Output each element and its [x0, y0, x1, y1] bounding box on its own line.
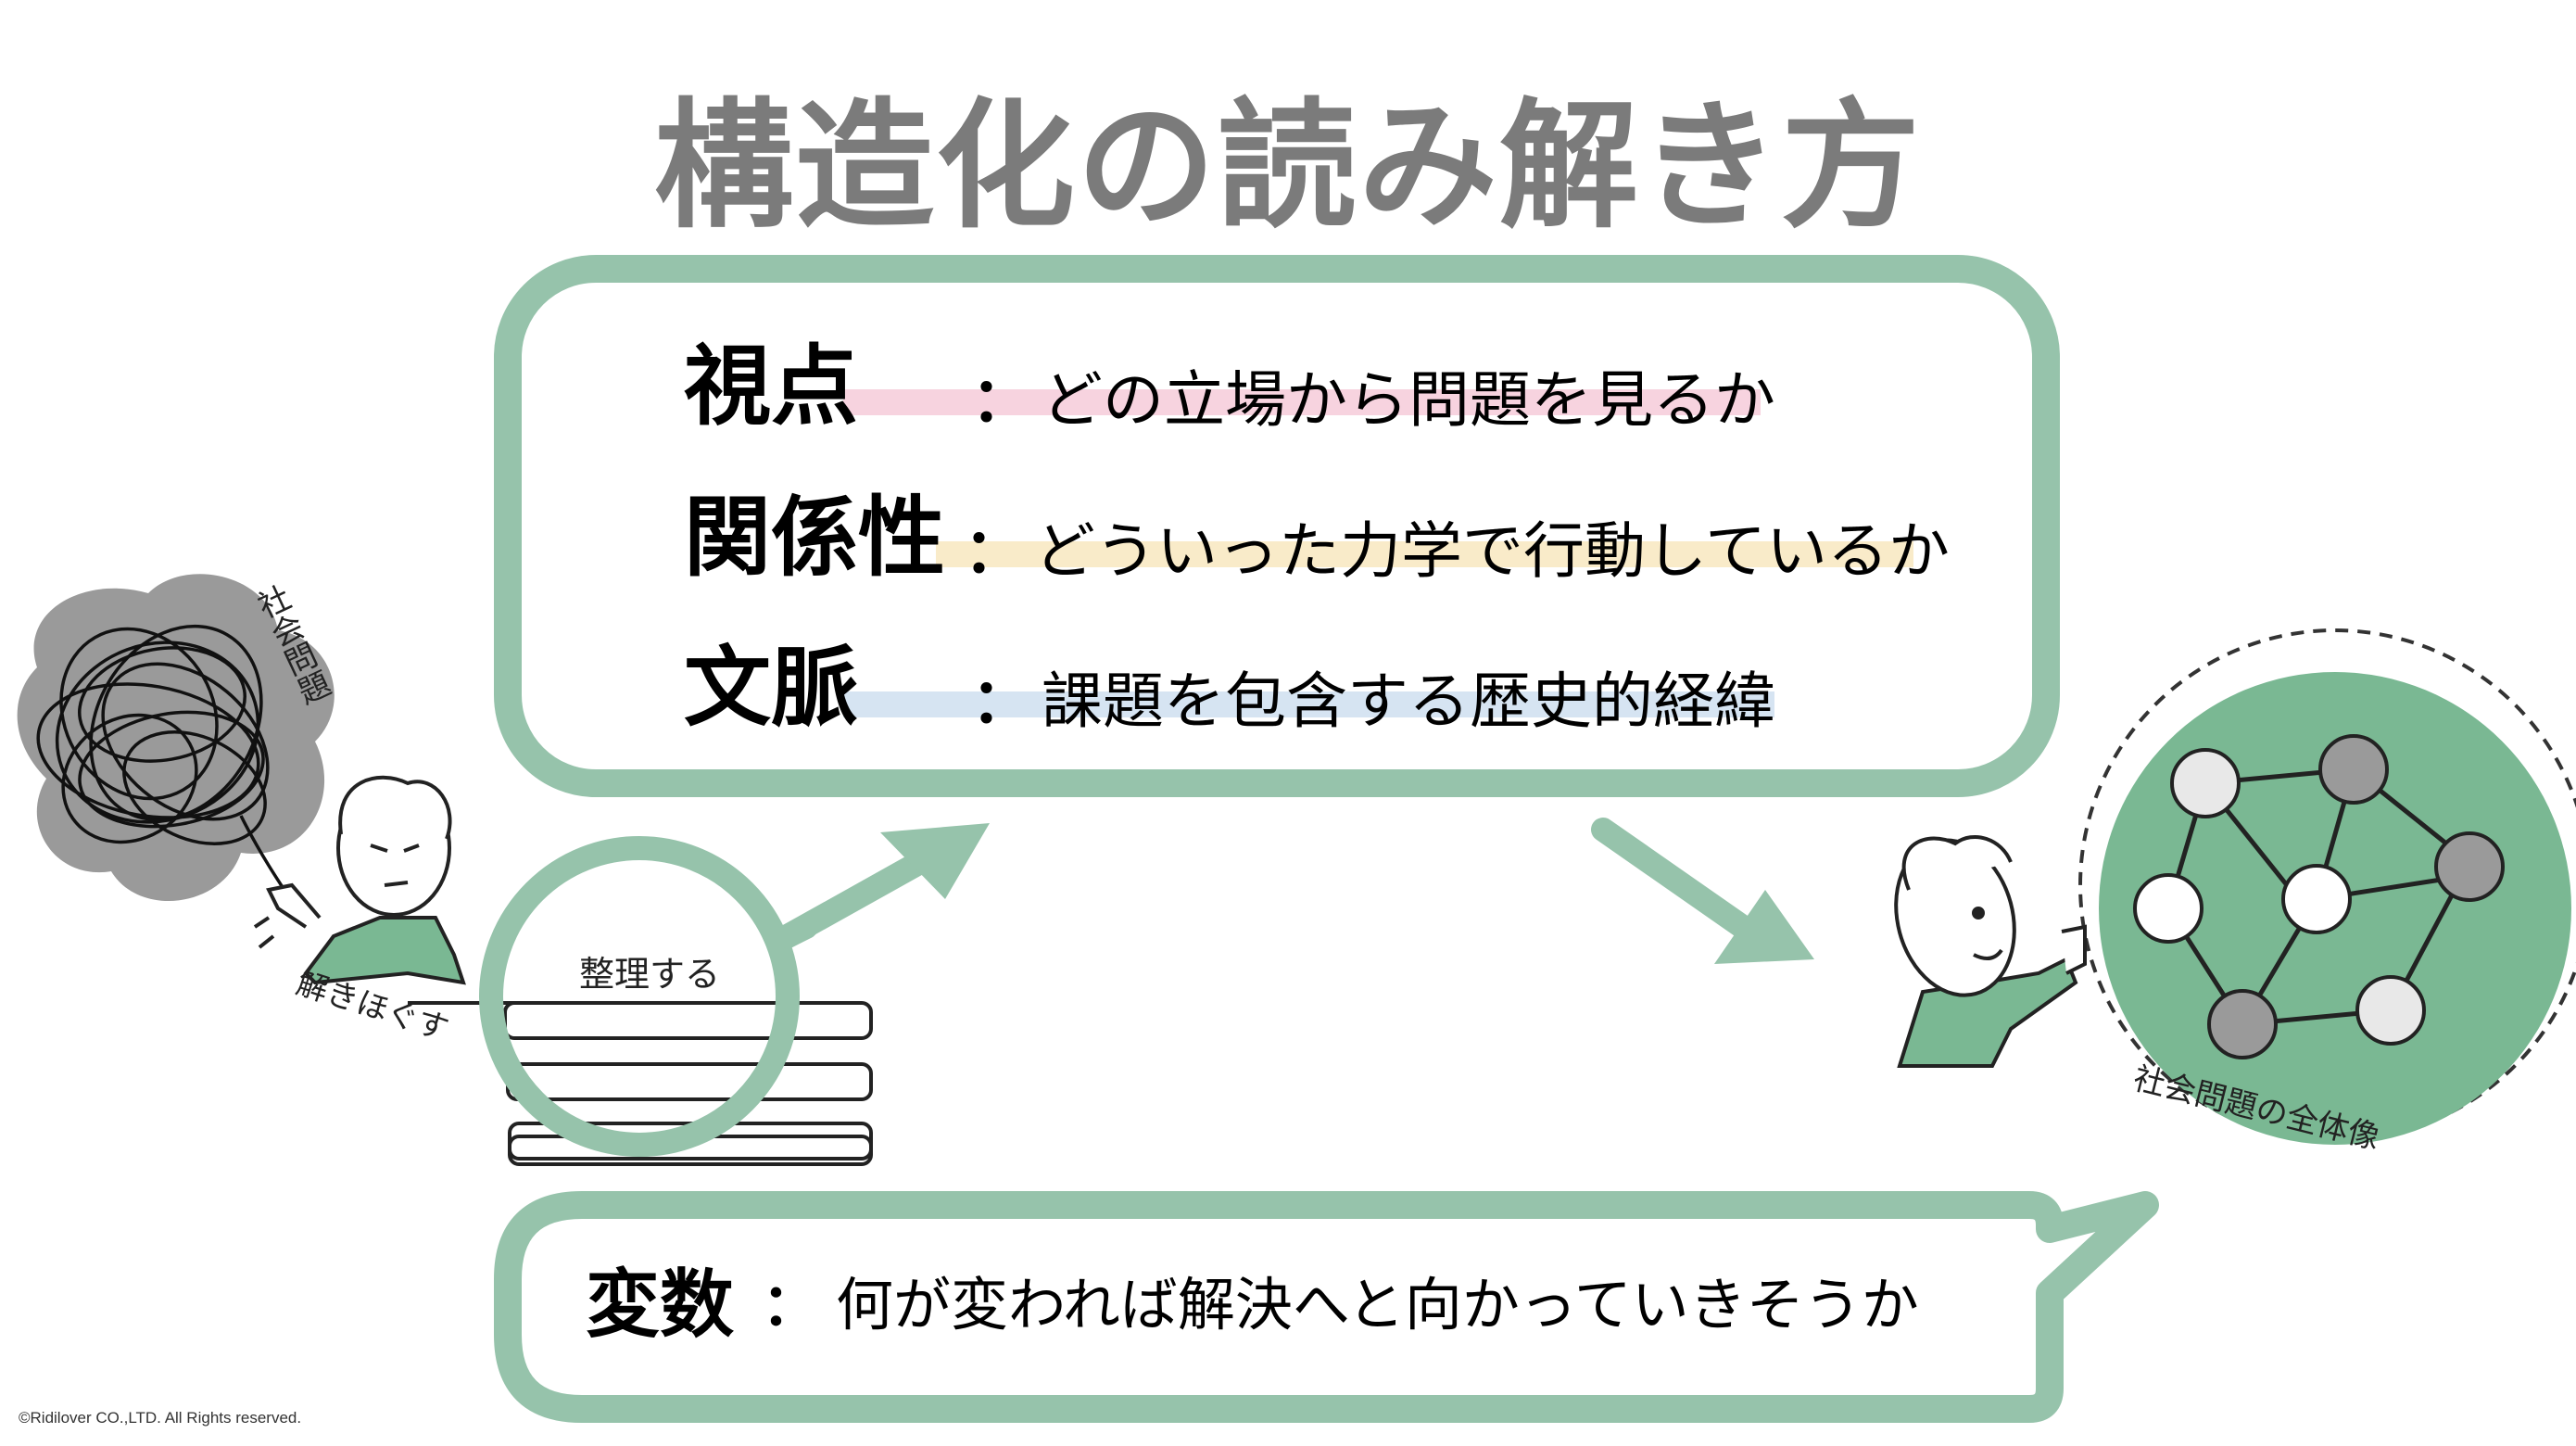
colon: ： — [971, 364, 1032, 436]
label-organize: 整理する — [579, 954, 721, 995]
arrow-down-right-icon — [1591, 818, 1814, 964]
highlight-bar-context — [843, 691, 1774, 717]
colon: ： — [762, 1271, 820, 1338]
term-viewpoint: 視点 — [684, 336, 859, 438]
desc-variable: 何が変われば解決へと向かっていきそうか — [836, 1271, 1919, 1338]
desc-relationship: どういった力学で行動しているか — [1034, 515, 1951, 587]
left-person-illustration — [253, 775, 466, 985]
colon: ： — [964, 515, 1026, 587]
page-title: 構造化の読み解き方 — [653, 86, 1922, 247]
colon: ： — [971, 666, 1032, 737]
desc-context: 課題を包含する歴史的経緯 — [1042, 666, 1775, 737]
item-relationship: 関係性 ： どういった力学で行動しているか — [684, 480, 1950, 582]
right-person-illustration — [1894, 834, 2087, 1068]
item-variable: 変数 ： 何が変われば解決へと向かっていきそうか — [586, 1268, 1919, 1342]
copyright-notice: ©Ridilover CO.,LTD. All Rights reserved. — [19, 1409, 302, 1427]
highlight-bar-relationship — [936, 541, 1913, 567]
tangled-problem-icon — [17, 574, 335, 909]
top-frame — [494, 255, 2060, 797]
desc-viewpoint: どの立場から問題を見るか — [1042, 364, 1775, 436]
term-variable: 変数 — [586, 1262, 734, 1348]
term-context: 文脈 — [684, 638, 859, 739]
magnifier-circle — [479, 836, 800, 1157]
whole-picture-network-icon — [2078, 628, 2576, 1145]
bottom-bubble-frame — [494, 1191, 2159, 1423]
item-context: 文脈 ： 課題を包含する歴史的経緯 — [684, 630, 1775, 732]
item-viewpoint: 視点 ： どの立場から問題を見るか — [684, 329, 1775, 431]
term-relationship: 関係性 — [684, 488, 946, 589]
arrow-up-right-icon — [776, 823, 990, 948]
highlight-bar-viewpoint — [843, 389, 1761, 415]
